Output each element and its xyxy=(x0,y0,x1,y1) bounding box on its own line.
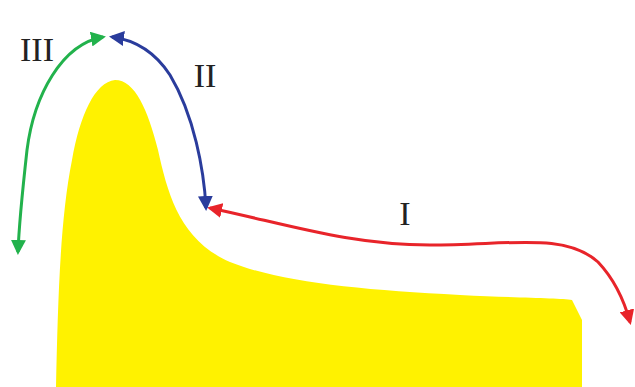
arrow-iii xyxy=(18,37,103,252)
region-label: II xyxy=(194,59,217,93)
arrow-ii xyxy=(112,37,206,208)
region-label: I xyxy=(399,197,410,231)
region-label: III xyxy=(20,33,54,67)
arrow-i xyxy=(210,208,630,322)
